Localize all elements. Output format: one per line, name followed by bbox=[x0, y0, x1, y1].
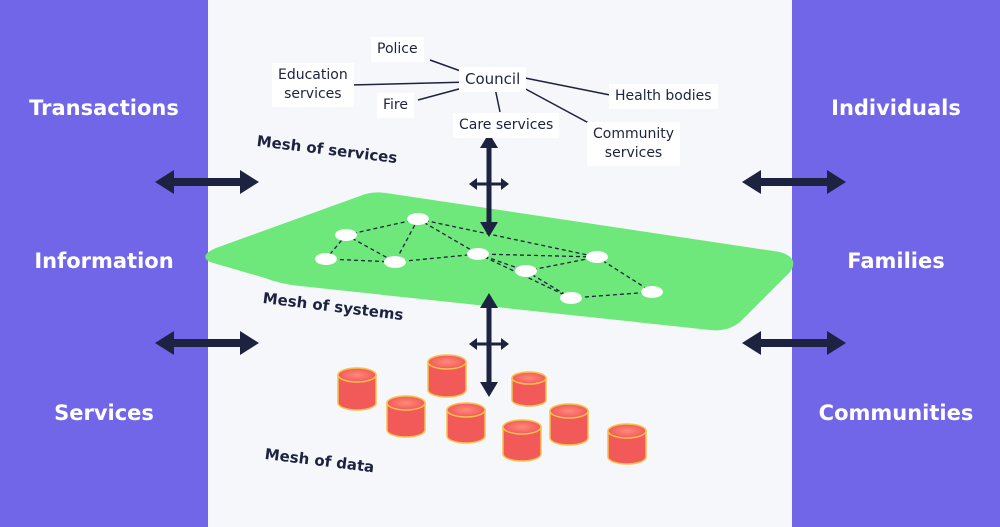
label-families: Families bbox=[847, 249, 945, 273]
arrow-right-bottom bbox=[742, 331, 846, 355]
data-store-cylinder bbox=[502, 419, 542, 462]
label-services: Services bbox=[54, 401, 154, 425]
data-store-cylinder bbox=[511, 371, 547, 407]
label-communities: Communities bbox=[818, 401, 974, 425]
system-nodes bbox=[315, 213, 663, 304]
data-store-cylinder bbox=[549, 403, 589, 446]
system-node bbox=[315, 253, 337, 265]
service-police: Police bbox=[371, 37, 424, 62]
service-council: Council bbox=[459, 67, 527, 92]
system-node bbox=[467, 248, 489, 260]
link-education bbox=[349, 81, 471, 86]
label-information: Information bbox=[34, 249, 174, 273]
arrow-systems-data bbox=[469, 293, 509, 397]
label-transactions: Transactions bbox=[29, 96, 179, 120]
data-store-cylinder bbox=[337, 367, 377, 411]
left-panel: Transactions Information Services bbox=[0, 0, 208, 527]
right-panel: Individuals Families Communities bbox=[792, 0, 1000, 527]
horizontal-arrows bbox=[155, 170, 846, 355]
link-health bbox=[524, 77, 611, 96]
service-care: Care services bbox=[453, 113, 560, 138]
data-store-cylinder bbox=[607, 423, 647, 465]
link-care bbox=[494, 87, 501, 113]
service-links bbox=[349, 59, 611, 129]
system-node bbox=[515, 265, 537, 277]
system-node bbox=[384, 256, 406, 268]
arrow-left-top bbox=[155, 170, 259, 194]
link-community bbox=[519, 85, 599, 129]
service-fire: Fire bbox=[377, 93, 414, 118]
data-store-cylinder bbox=[446, 402, 486, 444]
data-store-cylinder bbox=[427, 354, 467, 398]
system-node bbox=[586, 251, 608, 263]
data-stores bbox=[337, 354, 647, 465]
vertical-arrows bbox=[469, 133, 509, 397]
arrow-right-top bbox=[742, 170, 846, 194]
system-node bbox=[335, 229, 357, 241]
system-node bbox=[641, 286, 663, 298]
data-store-cylinder bbox=[386, 395, 426, 438]
arrow-left-bottom bbox=[155, 331, 259, 355]
service-education: Education services bbox=[272, 63, 354, 107]
service-health: Health bodies bbox=[609, 84, 718, 109]
arrow-services-systems bbox=[469, 133, 509, 237]
service-community: Community services bbox=[587, 122, 681, 166]
system-node bbox=[407, 213, 429, 225]
label-individuals: Individuals bbox=[831, 96, 961, 120]
system-node bbox=[560, 292, 582, 304]
